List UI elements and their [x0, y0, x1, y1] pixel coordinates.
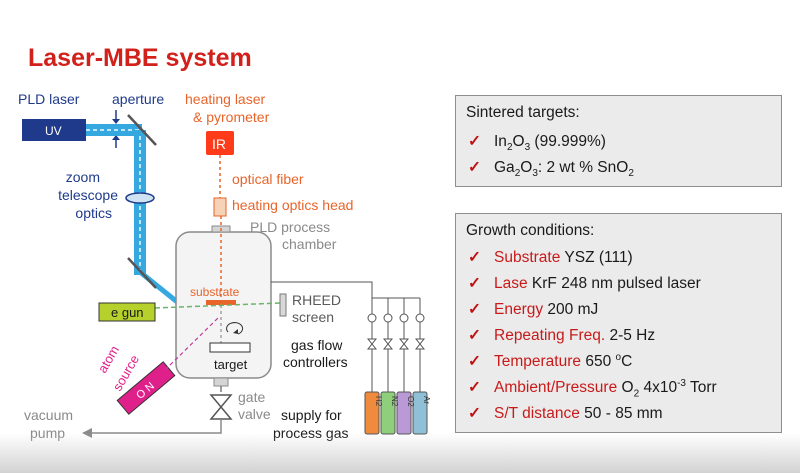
heating-laser-label-2: & pyrometer [193, 109, 270, 125]
condition-substrate: ✓Substrate YSZ (111) [468, 249, 633, 266]
gas-flow-label-2: controllers [283, 354, 348, 370]
growth-conditions-heading: Growth conditions: [466, 222, 595, 239]
rheed-label-1: RHEED [292, 292, 341, 308]
check-icon: ✓ [468, 353, 481, 371]
heating-optics-head [213, 197, 227, 217]
uv-laser-box [22, 119, 86, 141]
cylinder-o2-label: O2 [406, 396, 415, 407]
condition-frequency: ✓Repeating Freq. 2-5 Hz [468, 327, 656, 344]
chamber-label-1: PLD process [250, 219, 330, 235]
cylinder-n2-label: N2 [390, 396, 399, 407]
target-item-ga2o3: ✓Ga2O3: 2 wt % SnO2 [468, 159, 634, 180]
zoom-label-3: optics [75, 205, 112, 221]
target-disk [209, 342, 251, 353]
cylinder-ar-label: Ar [422, 396, 431, 404]
e-gun-box [98, 302, 156, 322]
mirror-top [127, 114, 157, 146]
condition-laser: ✓Lase KrF 248 nm pulsed laser [468, 275, 701, 292]
check-icon: ✓ [468, 379, 481, 397]
video-overlay-bar [0, 433, 800, 473]
pld-laser-label: PLD laser [18, 91, 80, 107]
rheed-screen [279, 293, 287, 317]
gate-valve-label-1: gate [238, 389, 265, 405]
gas-flow-label-1: gas flow [291, 337, 343, 353]
condition-pressure: ✓Ambient/Pressure O2 4x10-3 Torr [468, 378, 717, 400]
rheed-label-2: screen [292, 309, 334, 325]
laser-mbe-diagram: PLD laser UV aperture zoom telescope opt… [18, 91, 431, 441]
slide-title: Laser-MBE system [28, 44, 252, 72]
chamber-label-2: chamber [282, 236, 337, 252]
ir-box [206, 131, 234, 155]
substrate-label: substrate [190, 285, 240, 299]
check-icon: ✓ [468, 301, 481, 318]
optical-fiber-label: optical fiber [232, 171, 304, 187]
mirror-bottom [127, 257, 157, 289]
atom-source-box [116, 361, 176, 415]
target-item-in2o3: ✓In2O3 (99.999%) [468, 133, 606, 154]
gas-lines [271, 281, 426, 392]
uv-label: UV [45, 124, 62, 138]
growth-conditions-box: Growth conditions: ✓Substrate YSZ (111) … [455, 213, 782, 433]
check-icon: ✓ [468, 133, 481, 150]
sintered-targets-box: Sintered targets: ✓In2O3 (99.999%) ✓Ga2O… [455, 95, 782, 187]
condition-energy: ✓Energy 200 mJ [468, 301, 599, 318]
target-label: target [214, 357, 248, 372]
zoom-lens [125, 192, 155, 204]
zoom-label-2: telescope [58, 187, 118, 203]
sintered-targets-heading: Sintered targets: [466, 104, 580, 121]
substrate-holder [206, 300, 236, 305]
rheed-beam [154, 302, 281, 309]
zoom-label-1: zoom [66, 169, 100, 185]
check-icon: ✓ [468, 249, 481, 266]
check-icon: ✓ [468, 159, 481, 176]
aperture-label: aperture [112, 91, 164, 107]
check-icon: ✓ [468, 327, 481, 344]
condition-distance: ✓S/T distance 50 - 85 mm [468, 405, 663, 422]
cylinder-h2-label: H2 [374, 396, 383, 407]
condition-temperature: ✓Temperature 650 oC [468, 352, 633, 371]
heating-optics-head-label: heating optics head [232, 197, 353, 213]
ir-label: IR [212, 136, 226, 152]
e-gun-label: e gun [111, 305, 144, 320]
vacuum-pump-label-1: vacuum [24, 407, 73, 423]
supply-label-1: supply for [281, 407, 342, 423]
gate-valve-label-2: valve [238, 406, 271, 422]
check-icon: ✓ [468, 405, 481, 422]
check-icon: ✓ [468, 275, 481, 292]
gate-valve [209, 394, 233, 420]
heating-laser-label-1: heating laser [185, 91, 266, 107]
